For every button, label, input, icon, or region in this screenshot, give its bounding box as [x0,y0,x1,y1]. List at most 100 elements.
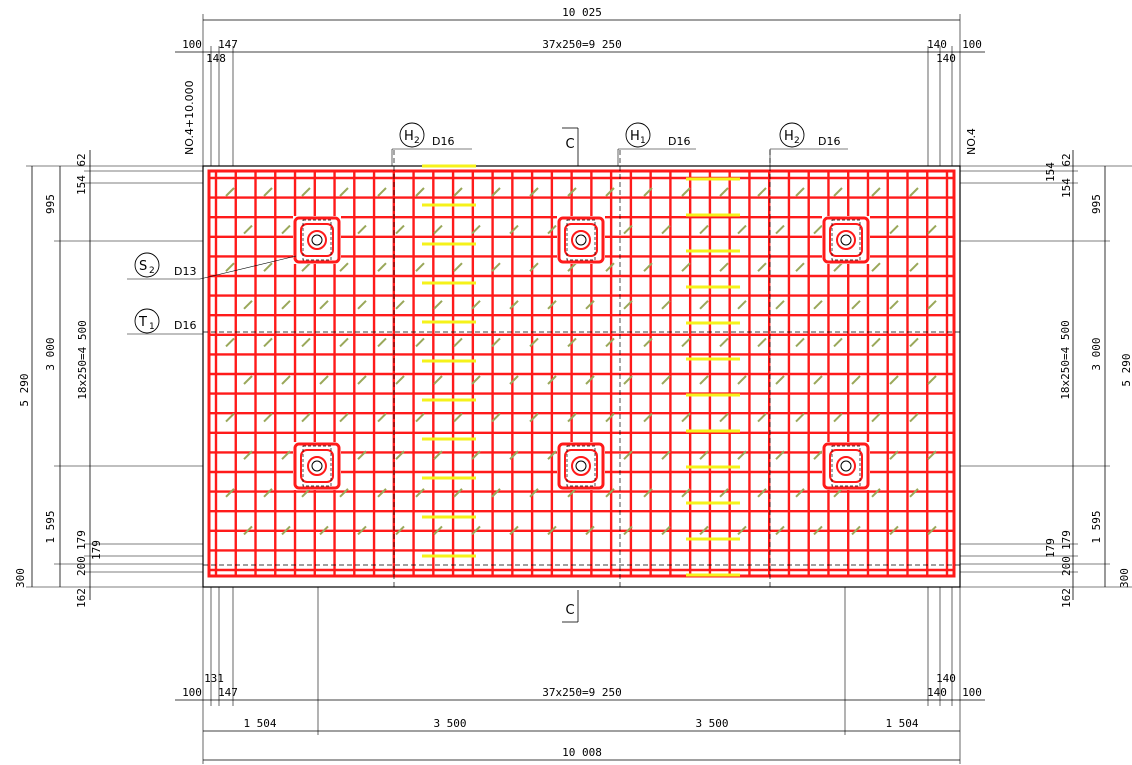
dim-bottom-total: 10 008 [562,746,602,759]
dim-left-162: 162 [75,588,88,608]
callout-h1-bar: D16 [668,135,690,148]
tie-mark [225,488,235,498]
tie-mark [871,262,881,272]
tie-mark [529,412,539,423]
pile-inner-frame [829,449,863,483]
tie-mark [509,300,519,310]
callout-circle-s2 [134,252,160,278]
tie-mark [471,375,481,385]
dim-top-right-140a: 140 [927,38,947,51]
pile-outer-frame [557,216,605,264]
dim-right-179b: 179 [1060,530,1073,550]
dim-bottom-spacing: 37x250=9 250 [542,686,621,699]
dim-top-total: 10 025 [562,6,602,19]
tie-mark [301,337,311,348]
dim-bottom-right-100: 100 [962,686,982,699]
dim-right-154b: 154 [1060,178,1073,198]
pile-dashed-box [831,219,861,261]
tie-mark [357,525,367,536]
dim-left-300: 300 [14,568,27,588]
tie-mark [301,187,311,197]
tie-mark [813,224,823,235]
tie-mark [491,187,501,197]
dim-bottom-seg1: 1 504 [243,717,276,730]
tie-mark [433,525,443,536]
dim-bottom-seg4: 1 504 [885,717,918,730]
dim-left-total: 5 290 [18,373,31,406]
tie-mark [357,375,367,385]
pile-inner-frame [300,223,334,257]
tie-mark [623,224,633,235]
pile-center [311,460,323,472]
tie-mark [775,450,785,460]
tie-mark [775,300,785,310]
tie-mark [281,450,291,460]
dim-bottom-seg3: 3 500 [695,717,728,730]
tie-mark [433,224,443,235]
tie-mark [395,375,405,385]
tie-mark [605,187,615,197]
tie-mark [547,450,557,460]
tie-mark [757,488,767,498]
dim-bottom-seg2: 3 500 [433,717,466,730]
tie-mark [263,337,273,348]
tie-mark [281,375,291,385]
tie-mark [415,187,425,197]
tie-mark [719,187,729,197]
tie-mark [243,525,253,536]
tie-mark [719,337,729,348]
tie-mark [605,262,615,272]
tie-mark [585,525,595,536]
tie-mark [509,525,519,536]
tie-mark [681,262,691,272]
tie-mark [605,337,615,348]
pile-ring [307,456,327,476]
callout-h2-left-bar: D16 [432,135,454,148]
pile-outer-frame [822,216,870,264]
tie-mark [795,337,805,348]
pile-head [293,442,341,490]
tie-mark [605,488,615,498]
tie-mark [395,300,405,310]
dim-left-3000: 3 000 [44,337,57,370]
callout-circle-t1 [134,308,160,334]
tie-mark [471,224,481,235]
tie-mark [453,488,463,498]
tie-mark [453,262,463,272]
tie-mark [719,262,729,272]
tie-mark [491,262,501,272]
pile-ring [571,456,591,476]
tie-mark [833,262,843,272]
callout-circle-h1 [625,122,651,148]
tie-mark [699,450,709,460]
tie-mark [871,488,881,498]
tie-mark [909,262,919,272]
tie-mark [301,488,311,498]
dim-right-62: 62 [1060,153,1073,166]
dim-right-300: 300 [1118,568,1131,588]
callout-t1-sub: 1 [149,322,155,332]
tie-mark [889,300,899,310]
tie-mark [225,337,235,348]
tie-mark [301,262,311,272]
callout-circle-h2-left [399,122,425,148]
tie-mark [737,224,747,235]
section-label-bottom: C [565,603,574,618]
pile-dashed-box [302,445,332,487]
callout-h1-sub: 1 [640,136,646,146]
station-label-right: NO.4 [965,128,978,155]
tie-mark [699,525,709,536]
tie-mark [833,488,843,498]
tie-mark [377,488,387,498]
tie-mark [339,187,349,197]
tie-mark [813,450,823,460]
tie-mark [795,488,805,498]
tie-mark [871,337,881,348]
tie-mark [225,187,235,197]
pile-ring [836,456,856,476]
pile-ring [571,230,591,250]
tie-mark [909,187,919,197]
tie-mark [795,187,805,197]
tie-mark [395,450,405,460]
pile-heads [293,216,870,490]
